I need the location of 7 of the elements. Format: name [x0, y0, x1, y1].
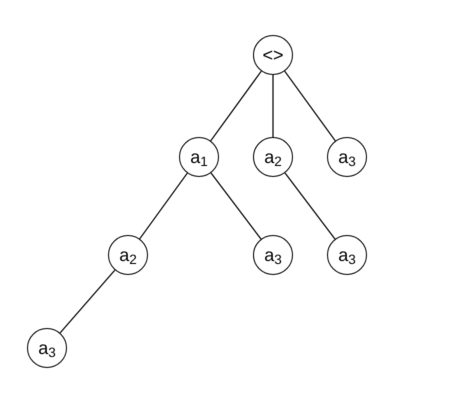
connector-line: [60, 270, 116, 334]
connector-line: [210, 70, 262, 142]
connector-line: [139, 172, 188, 240]
connector-line: [284, 172, 336, 240]
connector-line: [284, 70, 336, 142]
connector-line: [272, 75, 274, 137]
connector-line: [210, 172, 262, 240]
